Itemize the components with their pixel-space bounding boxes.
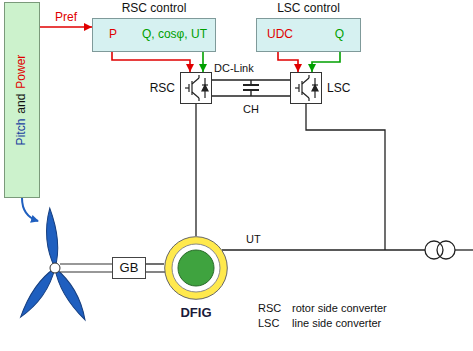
voltage-label: UT xyxy=(246,233,261,246)
connector xyxy=(195,104,196,236)
abbreviation: RSC xyxy=(258,302,281,315)
converter-box: RSC xyxy=(180,72,212,104)
turbine-rotor xyxy=(17,208,90,323)
connector xyxy=(278,52,298,72)
igbt-symbol xyxy=(291,73,321,103)
generator: DFIG xyxy=(164,236,228,300)
connector xyxy=(312,52,340,72)
abbreviation: LSC xyxy=(258,317,279,330)
box-label: GB xyxy=(120,261,139,276)
signal-name: Q xyxy=(335,28,344,42)
connector xyxy=(212,79,290,80)
connector xyxy=(40,26,92,28)
signal-name: UDC xyxy=(267,28,293,42)
box-heading: LSC control xyxy=(257,2,360,16)
converter-box: LSC xyxy=(290,72,322,104)
control-box: LSC controlUDCQ xyxy=(256,18,361,52)
grid-wires xyxy=(222,104,473,259)
note: line side converter xyxy=(292,317,381,330)
title-word: and xyxy=(15,94,29,114)
bus-label: DC-Link xyxy=(214,62,254,75)
connector xyxy=(202,52,204,72)
control-box: RSC controlPQ, cosφ, UT xyxy=(92,18,216,52)
igbt-symbol xyxy=(181,73,211,103)
converter-label: LSC xyxy=(327,82,350,96)
title-word: Power xyxy=(15,55,29,89)
pitch-arrow xyxy=(22,198,38,221)
dc-link xyxy=(212,80,290,96)
rotated-title: Pitch and Power xyxy=(4,2,40,198)
generator-label: DFIG xyxy=(144,306,248,321)
connector xyxy=(112,52,190,72)
component-label: CH xyxy=(243,103,259,116)
signal-name: Q, cosφ, UT xyxy=(142,28,207,42)
converter-label: RSC xyxy=(150,82,175,96)
generator-symbol xyxy=(164,236,228,300)
connector xyxy=(146,263,164,264)
control-block: Pitch and Power xyxy=(4,2,40,198)
box-heading: RSC control xyxy=(93,2,215,16)
title-word: Pitch xyxy=(15,119,29,146)
note: rotor side converter xyxy=(292,302,387,315)
edge-label: Pref xyxy=(54,11,78,25)
gearbox-box: GB xyxy=(112,257,146,279)
signal-name: P xyxy=(109,28,117,42)
